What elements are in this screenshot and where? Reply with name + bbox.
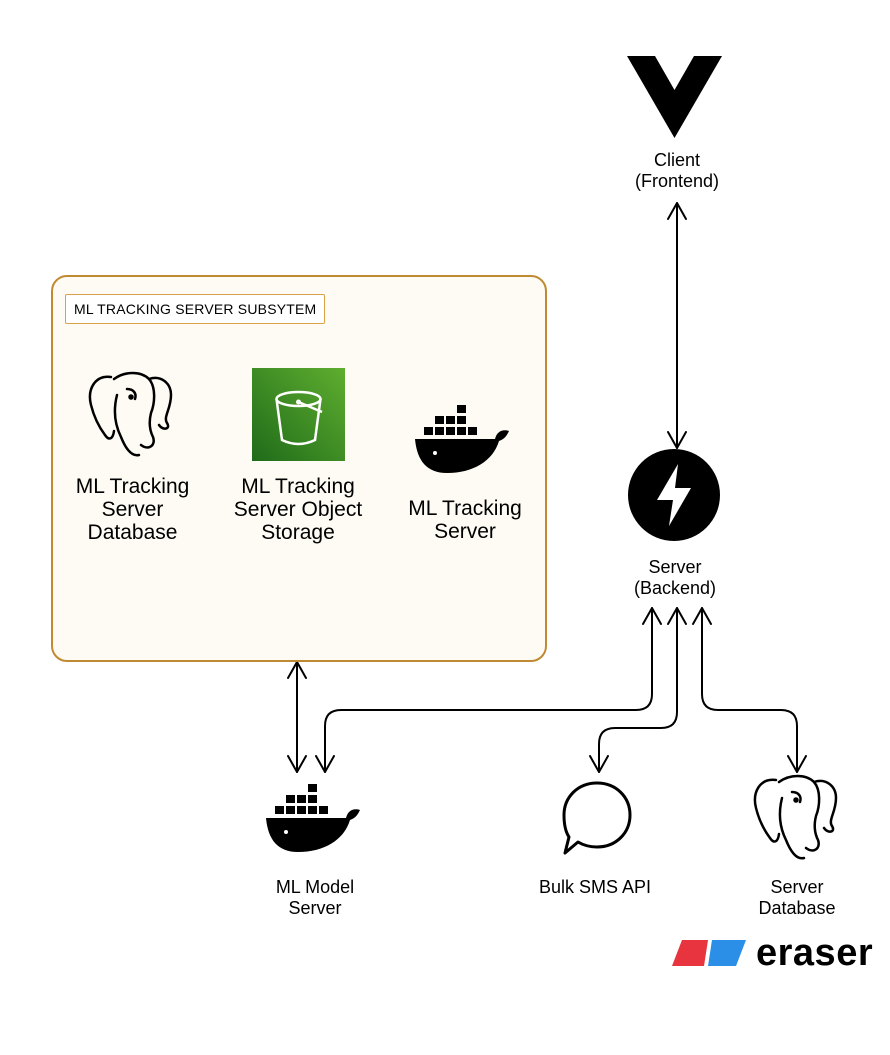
server-db-connector: [701, 607, 798, 773]
server-db-label: Server Database: [758, 877, 836, 918]
ml-tracking-db-label: ML Tracking Server Database: [75, 475, 190, 544]
arrowhead-down: [667, 431, 687, 449]
client-label: Client (Frontend): [634, 150, 720, 191]
chat-bubble-icon: [562, 781, 632, 855]
arrowhead-down: [315, 755, 335, 773]
bulk-sms-label: Bulk SMS API: [538, 877, 652, 897]
postgresql-icon: [88, 371, 173, 457]
ml-model-server-label: ML Model Server: [275, 877, 355, 918]
docker-icon: [415, 405, 509, 473]
arrowhead-up: [692, 607, 712, 625]
ml-tracking-server-label: ML Tracking Server: [408, 497, 522, 543]
ml-tracking-storage-label: ML Tracking Server Object Storage: [233, 475, 363, 544]
docker-icon: [266, 784, 360, 852]
server-mlmodel-connector: [324, 607, 653, 773]
subsystem-title: ML TRACKING SERVER SUBSYTEM: [65, 294, 326, 324]
postgresql-icon: [753, 774, 838, 860]
arrowhead-down: [787, 755, 807, 773]
arrowhead-down: [287, 755, 307, 773]
fastapi-icon: [628, 449, 720, 541]
brand-wordmark: eraser: [756, 932, 874, 974]
eraser-brand: eraser: [672, 933, 873, 973]
arrowhead-down: [589, 755, 609, 773]
arrowhead-up: [667, 607, 687, 625]
s3-bucket-icon: [252, 368, 345, 461]
arrowhead-up: [642, 607, 662, 625]
vue-icon: [627, 56, 722, 138]
arrowhead-up: [667, 202, 687, 220]
server-label: Server (Backend): [633, 557, 717, 598]
eraser-logo-icon: [672, 940, 746, 966]
server-sms-connector: [598, 607, 678, 773]
arrowhead-up: [287, 661, 307, 679]
